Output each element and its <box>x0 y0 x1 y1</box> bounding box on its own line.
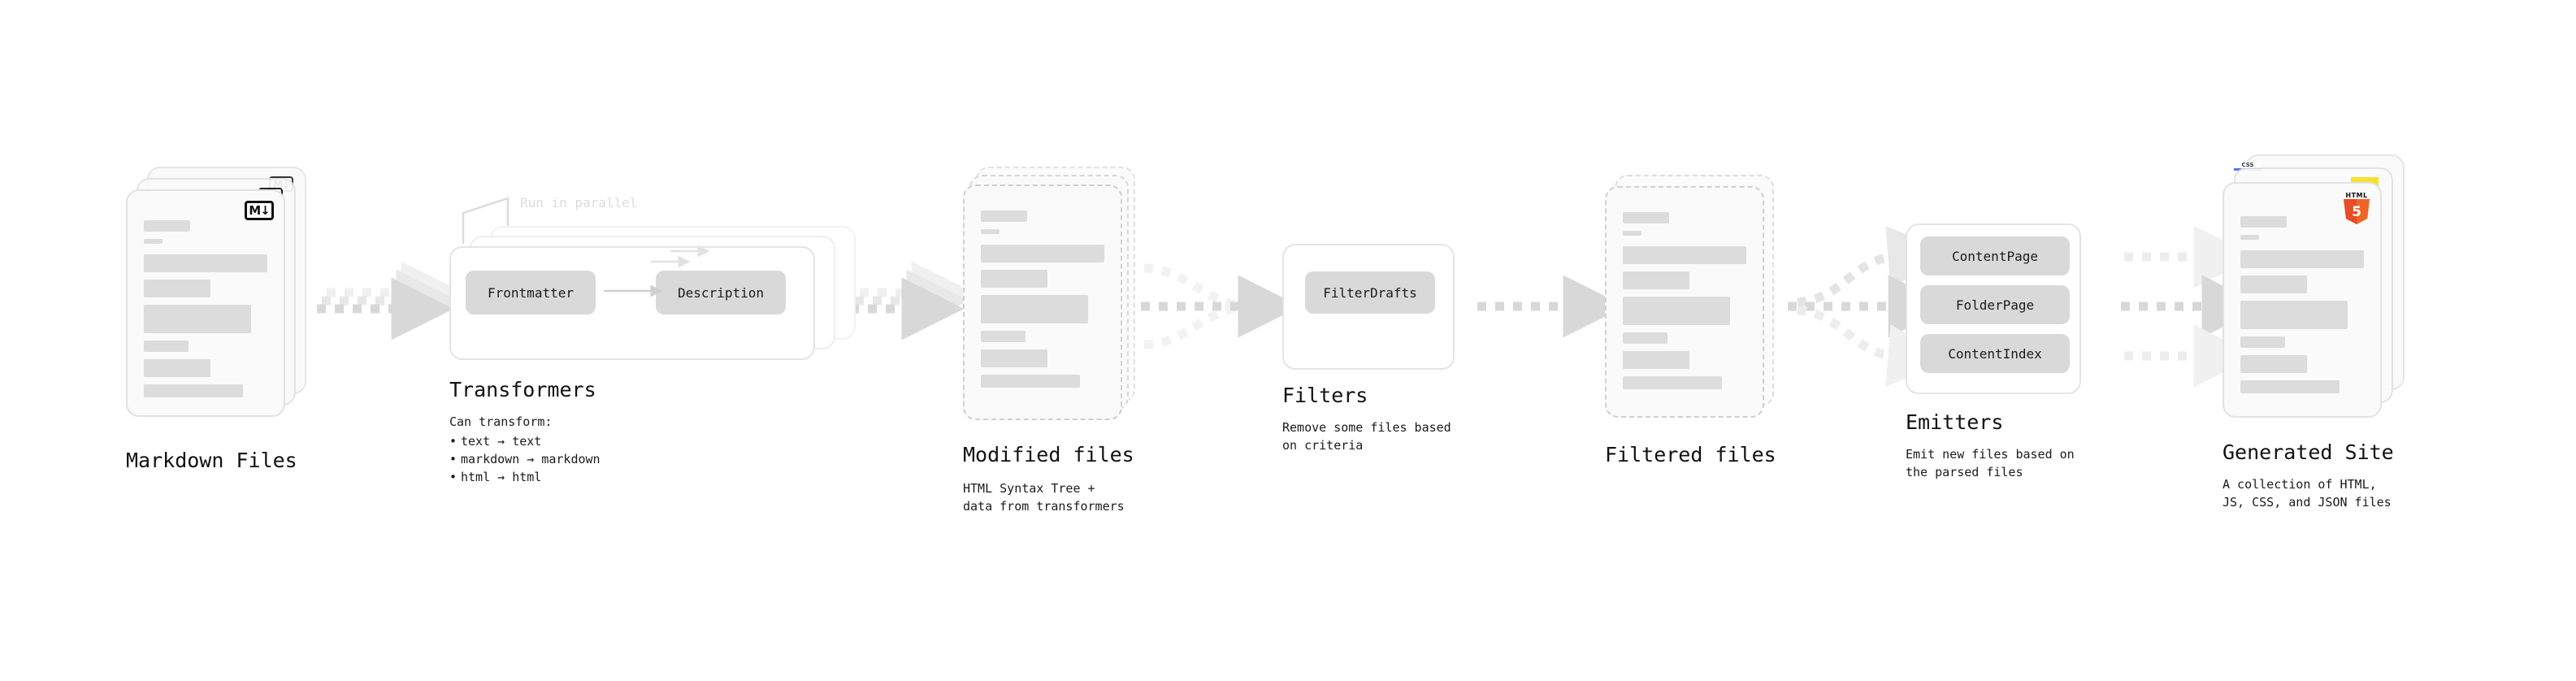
placeholder-bar <box>981 270 1048 288</box>
markdown-icon: M↓ <box>245 201 274 220</box>
modified-doc-front[interactable] <box>963 184 1122 420</box>
doc-placeholder-content <box>2240 216 2364 401</box>
placeholder-bar <box>2240 216 2287 228</box>
modified-files-caption: HTML Syntax Tree + data from transformer… <box>963 481 1125 514</box>
chip-label: FolderPage <box>1955 297 2035 313</box>
placeholder-bar <box>2240 235 2259 240</box>
stage-filtered-files <box>1605 175 1784 435</box>
page-title-transformers: Transformers <box>449 378 596 401</box>
chip-label: ContentPage <box>1952 248 2038 264</box>
placeholder-bar <box>1623 332 1667 344</box>
chip-label: ContentIndex <box>1948 345 2042 362</box>
page-title-filtered-files: Filtered files <box>1605 443 1776 466</box>
placeholder-bar <box>1623 351 1690 369</box>
generated-site-caption: A collection of HTML, JS, CSS, and JSON … <box>2223 477 2392 510</box>
placeholder-bar <box>144 340 189 352</box>
transformer-panel-front[interactable]: Frontmatter Description <box>449 246 815 360</box>
list-item: markdown → markdown <box>449 450 601 468</box>
chip-label: FilterDrafts <box>1323 284 1417 301</box>
doc-placeholder-content <box>144 220 267 405</box>
css3-icon-label: CSS <box>2241 162 2254 168</box>
site-doc-stack: CSS HTML 5 <box>2223 154 2413 423</box>
list-item: text → text <box>449 432 601 450</box>
stage-emitters: ContentPage FolderPage ContentIndex <box>1906 223 2081 394</box>
placeholder-bar <box>981 331 1026 342</box>
stage-filters: FilterDrafts <box>1282 244 1455 370</box>
transformer-chip-frontmatter[interactable]: Frontmatter <box>466 271 596 314</box>
arrow-filtered-to-emitters <box>1788 226 1951 387</box>
transformer-chip-description[interactable]: Description <box>656 271 786 314</box>
stage-generated-site: CSS HTML 5 <box>2223 154 2413 423</box>
placeholder-bar <box>1623 376 1722 389</box>
markdown-doc-front[interactable]: M↓ <box>126 189 285 417</box>
page-title-modified-files: Modified files <box>963 443 1134 466</box>
chip-label: Description <box>678 284 764 301</box>
placeholder-bar <box>981 245 1104 262</box>
run-in-parallel-note: Run in parallel <box>520 195 638 210</box>
doc-placeholder-content <box>981 210 1104 395</box>
page-title-markdown-files: Markdown Files <box>126 449 297 472</box>
placeholder-bar <box>1623 271 1690 289</box>
placeholder-bar <box>2240 380 2340 393</box>
placeholder-bar <box>2240 275 2308 293</box>
transformer-internal-arrows <box>604 245 710 297</box>
placeholder-bar <box>2240 355 2308 373</box>
emitters-panel[interactable]: ContentPage FolderPage ContentIndex <box>1906 223 2081 394</box>
chip-label: Frontmatter <box>488 284 574 301</box>
placeholder-bar <box>144 305 252 333</box>
emitter-chip-contentindex[interactable]: ContentIndex <box>1920 334 2070 373</box>
placeholder-bar <box>1623 212 1669 223</box>
placeholder-bar <box>1623 297 1731 325</box>
emitters-caption: Emit new files based on the parsed files <box>1906 447 2075 479</box>
arrow-modified-to-filters <box>1141 263 1301 349</box>
list-item: html → html <box>449 468 601 486</box>
placeholder-bar <box>144 239 163 244</box>
stage-modified-files <box>963 167 1142 427</box>
arrow-emitters-to-site <box>2121 225 2265 388</box>
doc-placeholder-content <box>1623 212 1746 397</box>
html5-icon-digit: 5 <box>2352 203 2361 220</box>
transformers-caption: Can transform: text → text markdown → ma… <box>449 413 601 486</box>
placeholder-bar <box>144 384 243 397</box>
modified-doc-stack <box>963 167 1142 427</box>
markdown-doc-stack: M↓ M↓ M↓ <box>126 167 313 427</box>
arrow-markdown-to-transformers <box>317 261 464 340</box>
stage-markdown-files: M↓ M↓ M↓ <box>126 167 313 427</box>
page-title-generated-site: Generated Site <box>2223 440 2394 464</box>
placeholder-bar <box>144 254 267 272</box>
filters-panel[interactable]: FilterDrafts <box>1282 244 1455 370</box>
placeholder-bar <box>981 349 1048 367</box>
placeholder-bar <box>1623 231 1641 236</box>
stage-transformers: Frontmatter Description <box>449 226 856 364</box>
placeholder-bar <box>1623 246 1746 264</box>
site-doc-front-html[interactable]: HTML 5 <box>2223 182 2382 418</box>
html5-icon-label: HTML <box>2345 192 2368 199</box>
placeholder-bar <box>144 280 211 297</box>
transformers-caption-list: text → text markdown → markdown html → h… <box>449 432 601 486</box>
placeholder-bar <box>2240 336 2285 348</box>
html5-icon: HTML 5 <box>2343 192 2370 224</box>
placeholder-bar <box>981 295 1089 323</box>
filtered-doc-front[interactable] <box>1605 186 1764 418</box>
markdown-icon-glyph: M↓ <box>245 201 274 220</box>
filter-chip-filterdrafts[interactable]: FilterDrafts <box>1305 271 1435 314</box>
emitter-chip-contentpage[interactable]: ContentPage <box>1920 236 2070 275</box>
filtered-doc-stack <box>1605 175 1784 435</box>
placeholder-bar <box>981 210 1027 222</box>
placeholder-bar <box>2240 301 2348 329</box>
placeholder-bar <box>144 220 190 232</box>
placeholder-bar <box>144 359 211 377</box>
placeholder-bar <box>981 229 1000 234</box>
placeholder-bar <box>2240 250 2364 268</box>
page-title-emitters: Emitters <box>1906 410 2004 434</box>
filters-caption: Remove some files based on criteria <box>1282 420 1451 453</box>
transformers-caption-header: Can transform: <box>449 414 553 429</box>
placeholder-bar <box>981 375 1080 388</box>
emitter-chip-folderpage[interactable]: FolderPage <box>1920 285 2070 324</box>
page-title-filters: Filters <box>1282 384 1368 407</box>
